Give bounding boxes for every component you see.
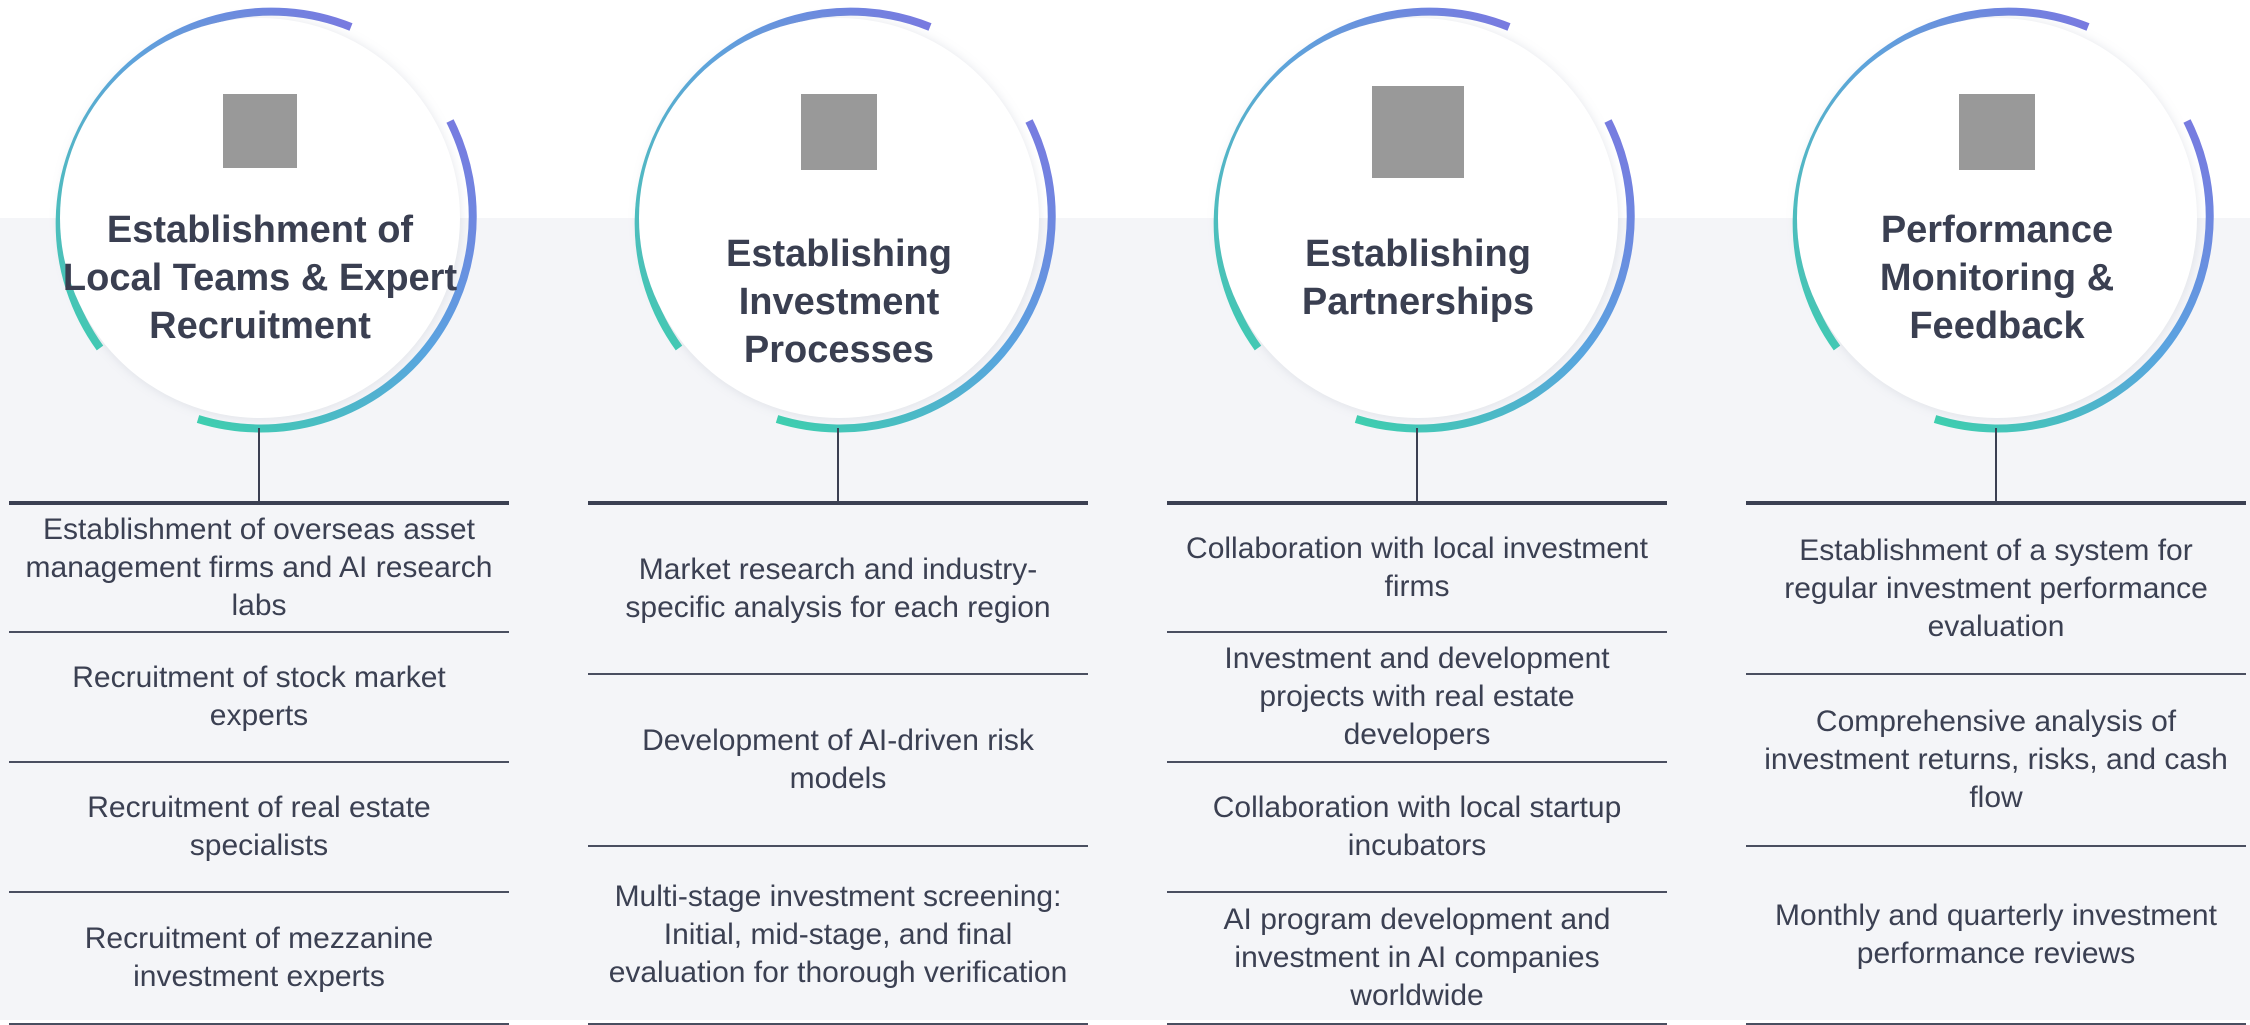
list-item: Monthly and quarterly investment perform… (1746, 847, 2246, 1025)
column-performance-monitoring: Performance Monitoring & Feedback Establ… (1746, 0, 2246, 1025)
column-investment-processes: Establishing Investment Processes Market… (588, 0, 1088, 1025)
circle-badge: Establishing Investment Processes (627, 6, 1056, 433)
image-placeholder-icon (223, 94, 297, 168)
divider-rule (9, 501, 509, 505)
circle-badge: Performance Monitoring & Feedback (1785, 6, 2214, 433)
list-item: Multi-stage investment screening: Initia… (588, 847, 1088, 1025)
list-item: Development of AI-driven risk models (588, 675, 1088, 847)
list-item: Market research and industry-specific an… (588, 505, 1088, 675)
column-title: Establishing Investment Processes (726, 233, 952, 371)
circle-face (1797, 18, 2197, 418)
list-item: Establishment of overseas asset manageme… (9, 505, 509, 633)
list-item: Recruitment of mezzanine investment expe… (9, 893, 509, 1025)
column-title: Establishing Partnerships (1301, 233, 1535, 323)
column-title: Establishment of Local Teams & Expert Re… (62, 209, 458, 347)
list-item: Investment and development projects with… (1167, 633, 1667, 763)
image-placeholder-icon (801, 94, 877, 170)
connector-line (1416, 428, 1418, 502)
column-title: Performance Monitoring & Feedback (1879, 209, 2115, 347)
circle-badge: Establishing Partnerships (1206, 6, 1635, 433)
connector-line (1995, 428, 1997, 502)
image-placeholder-icon (1959, 94, 2035, 170)
list-item: Comprehensive analysis of investment ret… (1746, 675, 2246, 847)
connector-line (837, 428, 839, 502)
list-item: Collaboration with local investment firm… (1167, 505, 1667, 633)
divider-rule (1746, 501, 2246, 505)
column-partnerships: Establishing Partnerships Collaboration … (1167, 0, 1667, 1025)
circle-face (1218, 18, 1618, 418)
circle-face (60, 18, 460, 418)
list-item: Recruitment of real estate specialists (9, 763, 509, 893)
list-item: Recruitment of stock market experts (9, 633, 509, 763)
list-item: Establishment of a system for regular in… (1746, 505, 2246, 675)
column-local-teams: Establishment of Local Teams & Expert Re… (9, 0, 509, 1025)
circle-face (639, 18, 1039, 418)
image-placeholder-icon (1372, 86, 1464, 178)
divider-rule (1167, 501, 1667, 505)
divider-rule (588, 501, 1088, 505)
connector-line (258, 428, 260, 502)
circle-badge: Establishment of Local Teams & Expert Re… (48, 6, 477, 433)
list-item: AI program development and investment in… (1167, 893, 1667, 1025)
list-item: Collaboration with local startup incubat… (1167, 763, 1667, 893)
